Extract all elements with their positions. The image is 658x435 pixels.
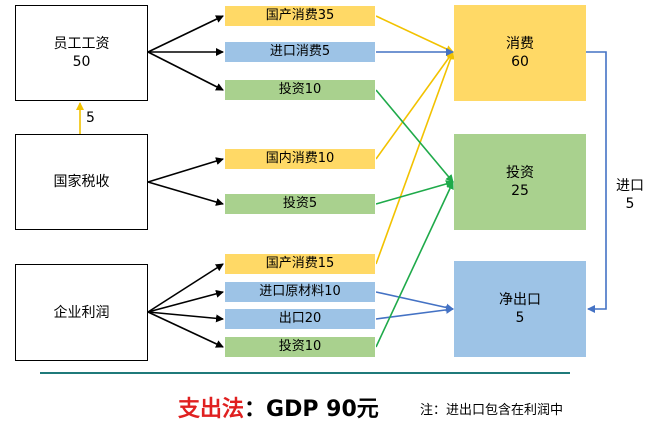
- consumption-value: 60: [511, 54, 529, 70]
- wages-box: 员工工资 50: [15, 5, 148, 101]
- wages-value: 50: [72, 54, 91, 70]
- flow-consumption-import-to-netexport: [586, 51, 607, 313]
- import-label-value: 5: [625, 196, 635, 212]
- consumption-label: 消费: [506, 36, 534, 52]
- investment-value: 25: [511, 183, 529, 199]
- net-export-value: 5: [515, 310, 525, 326]
- footer-note: 注：进出口包含在利润中: [420, 403, 564, 418]
- arrow-tax-invest: [147, 181, 224, 206]
- tag-wages-invest: 投资10: [224, 79, 376, 101]
- flow-tax-domestic-to-consumption: [375, 51, 454, 160]
- flow-tax-invest-to-investment: [375, 180, 454, 205]
- flow-profit-domestic-to-consumption: [375, 51, 455, 265]
- import-label-name: 进口: [616, 178, 644, 194]
- tag-profit-invest: 投资10: [224, 336, 376, 358]
- tag-wages-domestic: 国产消费35: [224, 5, 376, 27]
- transfer-label: 5: [86, 110, 95, 126]
- flow-wages-invest-to-investment: [375, 89, 454, 183]
- wages-label: 员工工资: [53, 36, 110, 52]
- arrow-wages-domestic: [147, 15, 224, 53]
- net-export-label: 净出口: [499, 292, 541, 308]
- tag-tax-invest: 投资5: [224, 193, 376, 215]
- footer-gdp: GDP 90元: [266, 397, 379, 422]
- tag-profit-raw: 进口原材料10: [224, 281, 376, 303]
- investment-label: 投资: [506, 165, 534, 181]
- arrow-profit-export: [147, 311, 224, 323]
- profit-label: 企业利润: [53, 304, 110, 321]
- flow-export-to-netexport: [375, 305, 454, 320]
- tag-tax-domestic: 国内消费10: [224, 148, 376, 170]
- net-export-box: 净出口 5: [454, 261, 586, 357]
- flow-profit-invest-to-investment: [375, 181, 454, 348]
- import-label: 进口 5: [614, 177, 646, 213]
- profit-box: 企业利润: [15, 264, 148, 361]
- arrow-tax-domestic: [147, 157, 224, 183]
- arrow-profit-domestic: [147, 263, 224, 313]
- tag-profit-domestic: 国产消费15: [224, 253, 376, 275]
- investment-box: 投资 25: [454, 134, 586, 230]
- footer-method: 支出法: [178, 397, 245, 422]
- arrow-profit-raw: [147, 289, 224, 313]
- tax-box: 国家税收: [15, 134, 148, 230]
- arrow-wages-invest: [147, 51, 224, 91]
- flow-wages-domestic-to-consumption: [375, 15, 454, 53]
- consumption-box: 消费 60: [454, 5, 586, 101]
- footer-colon: ：: [244, 397, 267, 422]
- arrow-profit-invest: [147, 311, 224, 348]
- tag-profit-export: 出口20: [224, 308, 376, 330]
- flow-raw-to-netexport: [375, 291, 454, 312]
- tag-wages-import: 进口消费5: [224, 41, 376, 63]
- footer-title: 支出法：GDP 90元: [178, 396, 379, 424]
- tax-label: 国家税收: [53, 174, 110, 190]
